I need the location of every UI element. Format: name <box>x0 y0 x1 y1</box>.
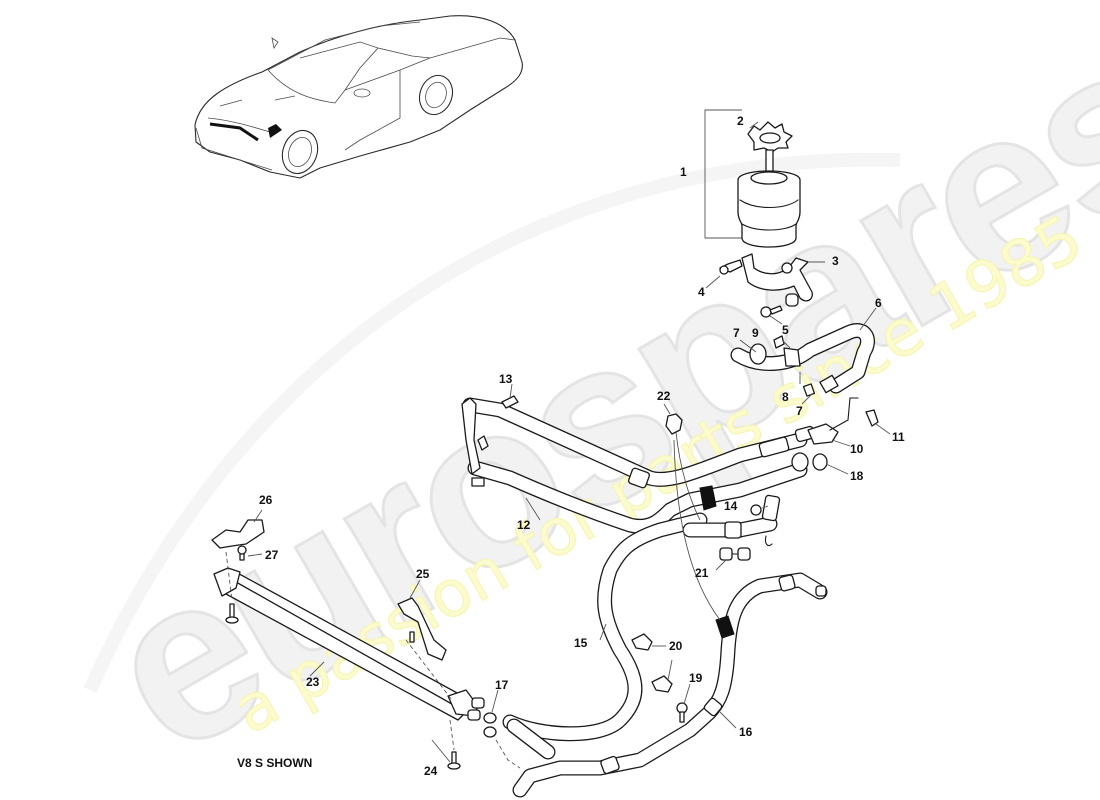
vehicle-thumbnail <box>194 15 523 179</box>
reservoir-feed-hose[interactable] <box>730 323 875 397</box>
callout-13[interactable]: 13 <box>499 372 513 386</box>
callout-10[interactable]: 10 <box>850 442 864 456</box>
variant-caption: V8 S SHOWN <box>237 756 312 770</box>
callout-24[interactable]: 24 <box>424 764 438 778</box>
callout-3[interactable]: 3 <box>832 254 839 268</box>
callout-12[interactable]: 12 <box>517 518 531 532</box>
bolt-19[interactable] <box>676 702 688 723</box>
callout-17[interactable]: 17 <box>495 678 509 692</box>
cooler-inlet-hose-end <box>506 718 556 760</box>
pipe-connector-bracket[interactable] <box>807 397 859 445</box>
callout-11[interactable]: 11 <box>892 430 905 444</box>
callout-26[interactable]: 26 <box>259 493 273 507</box>
pipe-clamp-21[interactable] <box>719 547 751 561</box>
cooler-bolt-24[interactable] <box>447 751 461 770</box>
pipe-connector-14[interactable] <box>682 494 781 547</box>
pipe-clip-pair-20[interactable] <box>631 633 673 693</box>
pressure-return-pipe-assembly[interactable] <box>461 397 816 534</box>
callout-5[interactable]: 5 <box>782 323 789 337</box>
callout-20[interactable]: 20 <box>669 639 683 653</box>
callout-2[interactable]: 2 <box>737 114 744 128</box>
reservoir-assembly[interactable] <box>704 109 801 248</box>
hose-clip-pair-17[interactable] <box>483 712 497 738</box>
callout-18[interactable]: 18 <box>850 469 864 483</box>
callout-6[interactable]: 6 <box>875 296 882 310</box>
callout-4[interactable]: 4 <box>698 285 705 299</box>
cooler-hose[interactable] <box>512 572 828 798</box>
callout-15[interactable]: 15 <box>574 636 588 650</box>
callout-7b[interactable]: 7 <box>796 404 803 418</box>
bracket-bolt-27[interactable] <box>237 545 247 561</box>
pipe-clip-22[interactable] <box>665 413 683 435</box>
cooler-bracket-25[interactable] <box>397 597 447 661</box>
callout-21[interactable]: 21 <box>695 566 709 580</box>
cooler-bolt-lower-left[interactable] <box>225 603 239 624</box>
watermark-swoosh <box>83 152 901 693</box>
callout-leaders <box>247 121 891 763</box>
callout-19[interactable]: 19 <box>689 671 703 685</box>
callout-22[interactable]: 22 <box>657 389 671 403</box>
reservoir-bracket[interactable] <box>741 253 813 307</box>
sealing-washer-14[interactable] <box>750 504 762 516</box>
callout-1[interactable]: 1 <box>680 165 687 179</box>
cooler-mounting-bracket-26[interactable] <box>211 519 265 549</box>
bracket-screw-5[interactable] <box>760 305 783 318</box>
return-hose[interactable] <box>502 512 708 742</box>
callout-16[interactable]: 16 <box>739 725 753 739</box>
callout-9[interactable]: 9 <box>752 326 759 340</box>
callout-8[interactable]: 8 <box>782 390 789 404</box>
bolt-11[interactable] <box>865 409 879 427</box>
pipe-clip-black <box>699 485 735 639</box>
callout-7a[interactable]: 7 <box>733 326 740 340</box>
callout-25[interactable]: 25 <box>416 567 430 581</box>
hose-clip-18[interactable] <box>812 453 828 471</box>
bolt-13b[interactable] <box>477 435 489 451</box>
callout-14[interactable]: 14 <box>724 499 738 513</box>
callout-27[interactable]: 27 <box>265 548 279 562</box>
callout-23[interactable]: 23 <box>306 675 320 689</box>
bracket-bolt-4[interactable] <box>719 259 743 275</box>
power-steering-cooler[interactable] <box>213 567 485 721</box>
